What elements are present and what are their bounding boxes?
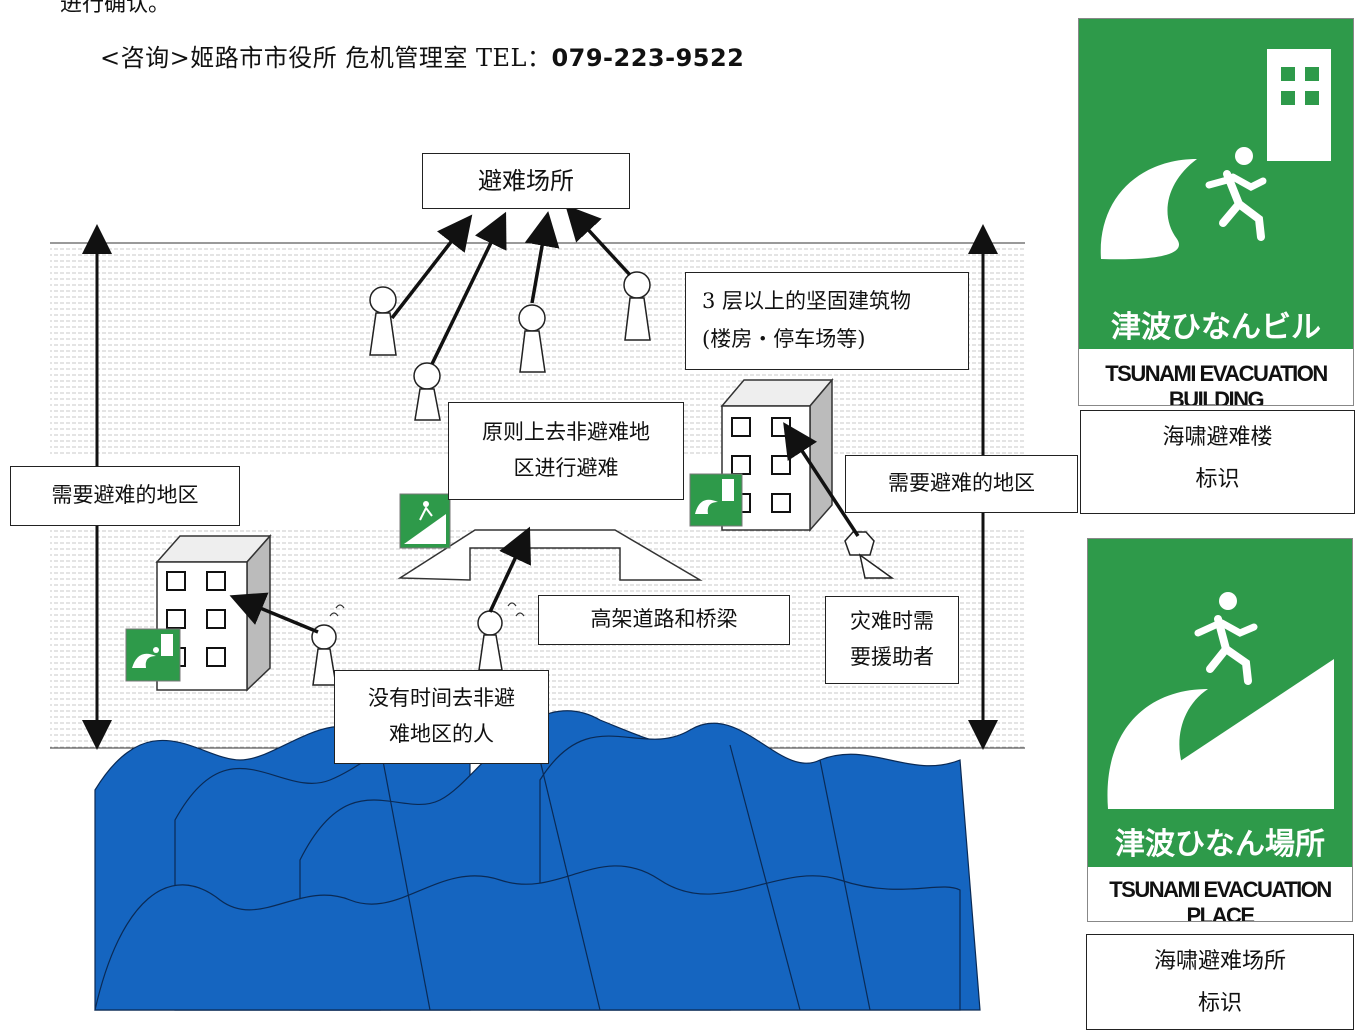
building-sign-en: TSUNAMI EVACUATION BUILDING [1105, 361, 1328, 406]
person-icon [413, 362, 441, 421]
running-person-icon [1205, 147, 1267, 241]
no-time-label-line2: 难地区的人 [389, 722, 494, 746]
place-sign-jp: 津波ひなん場所 [1115, 827, 1325, 862]
tsunami-wave-icon [94, 710, 981, 1011]
building-label-line1: 3 层以上的坚固建筑物 [702, 289, 912, 314]
building-sign-caption: 海啸避难楼 标识 [1080, 410, 1355, 514]
place-caption-line1: 海啸避难场所 [1153, 949, 1286, 974]
wave-icon [1100, 159, 1197, 260]
building-caption-line1: 海啸避难楼 [1162, 425, 1273, 450]
arrow-to-elevated-road [488, 526, 531, 613]
assist-label-line2: 要援助者 [850, 645, 934, 669]
arrow-to-building-left [229, 592, 319, 634]
contact-phone: 079-223-9522 [551, 44, 745, 72]
mini-building-sign-icon-right [689, 473, 743, 527]
person-icon [623, 271, 651, 341]
building-sign-jp: 津波ひなんビル [1111, 310, 1321, 345]
running-person-icon [1194, 592, 1258, 685]
principle-label-line2: 区进行避难 [513, 456, 619, 480]
contact-prefix: <咨询>姬路市市役所 危机管理室 TEL： [100, 44, 552, 72]
tsunami-place-sign: 津波ひなん場所 TSUNAMI EVACUATION PLACE [1087, 538, 1353, 922]
person-icon [369, 286, 397, 356]
building-caption-line2: 标识 [1195, 466, 1240, 492]
person-icon [518, 304, 546, 373]
building-label-line2: (楼房・停车场等) [702, 327, 866, 351]
arrow-to-shelter-3 [524, 211, 560, 304]
wave-icon [1107, 689, 1208, 809]
assist-label: 灾难时需 要援助者 [825, 596, 959, 684]
principle-label-line1: 原则上去非避难地 [482, 420, 650, 445]
place-sign-caption: 海啸避难场所 标识 [1086, 934, 1354, 1030]
arrow-to-shelter-4 [565, 204, 632, 277]
place-sign-en-band [1088, 867, 1352, 921]
mini-building-sign-icon [125, 628, 181, 682]
building-label: 3 层以上的坚固建筑物 (楼房・停车场等) [685, 272, 969, 370]
principle-label: 原则上去非避难地 区进行避难 [448, 402, 684, 500]
assist-label-line1: 灾难时需 [850, 609, 934, 634]
previous-text-line: 进行确认。 [60, 0, 171, 17]
shelter-label: 避难场所 [422, 153, 630, 209]
mini-place-sign-icon [399, 493, 451, 549]
building-sign-en-band [1079, 349, 1353, 405]
no-time-label: 没有时间去非避 难地区的人 [334, 670, 549, 764]
building-icon [1267, 49, 1331, 161]
worry-icon [329, 602, 525, 617]
place-caption-line2: 标识 [1197, 990, 1242, 1016]
arrow-to-shelter-1 [390, 214, 473, 320]
tsunami-building-sign: 津波ひなんビル TSUNAMI EVACUATION BUILDING [1078, 18, 1354, 406]
no-time-label-line1: 没有时间去非避 [368, 686, 515, 711]
building-icon-left [155, 534, 272, 692]
arrow-to-shelter-2 [430, 211, 507, 365]
place-sign-en: TSUNAMI EVACUATION PLACE [1109, 877, 1332, 922]
area-label-right: 需要避难的地区 [845, 455, 1078, 513]
assisted-person-icon [844, 531, 895, 579]
contact-info: <咨询>姬路市市役所 危机管理室 TEL：079-223-9522 [100, 38, 744, 73]
arrow-to-building-right [783, 422, 860, 537]
area-label-left: 需要避难的地区 [10, 466, 240, 526]
elevated-road-label: 高架道路和桥梁 [538, 595, 790, 645]
